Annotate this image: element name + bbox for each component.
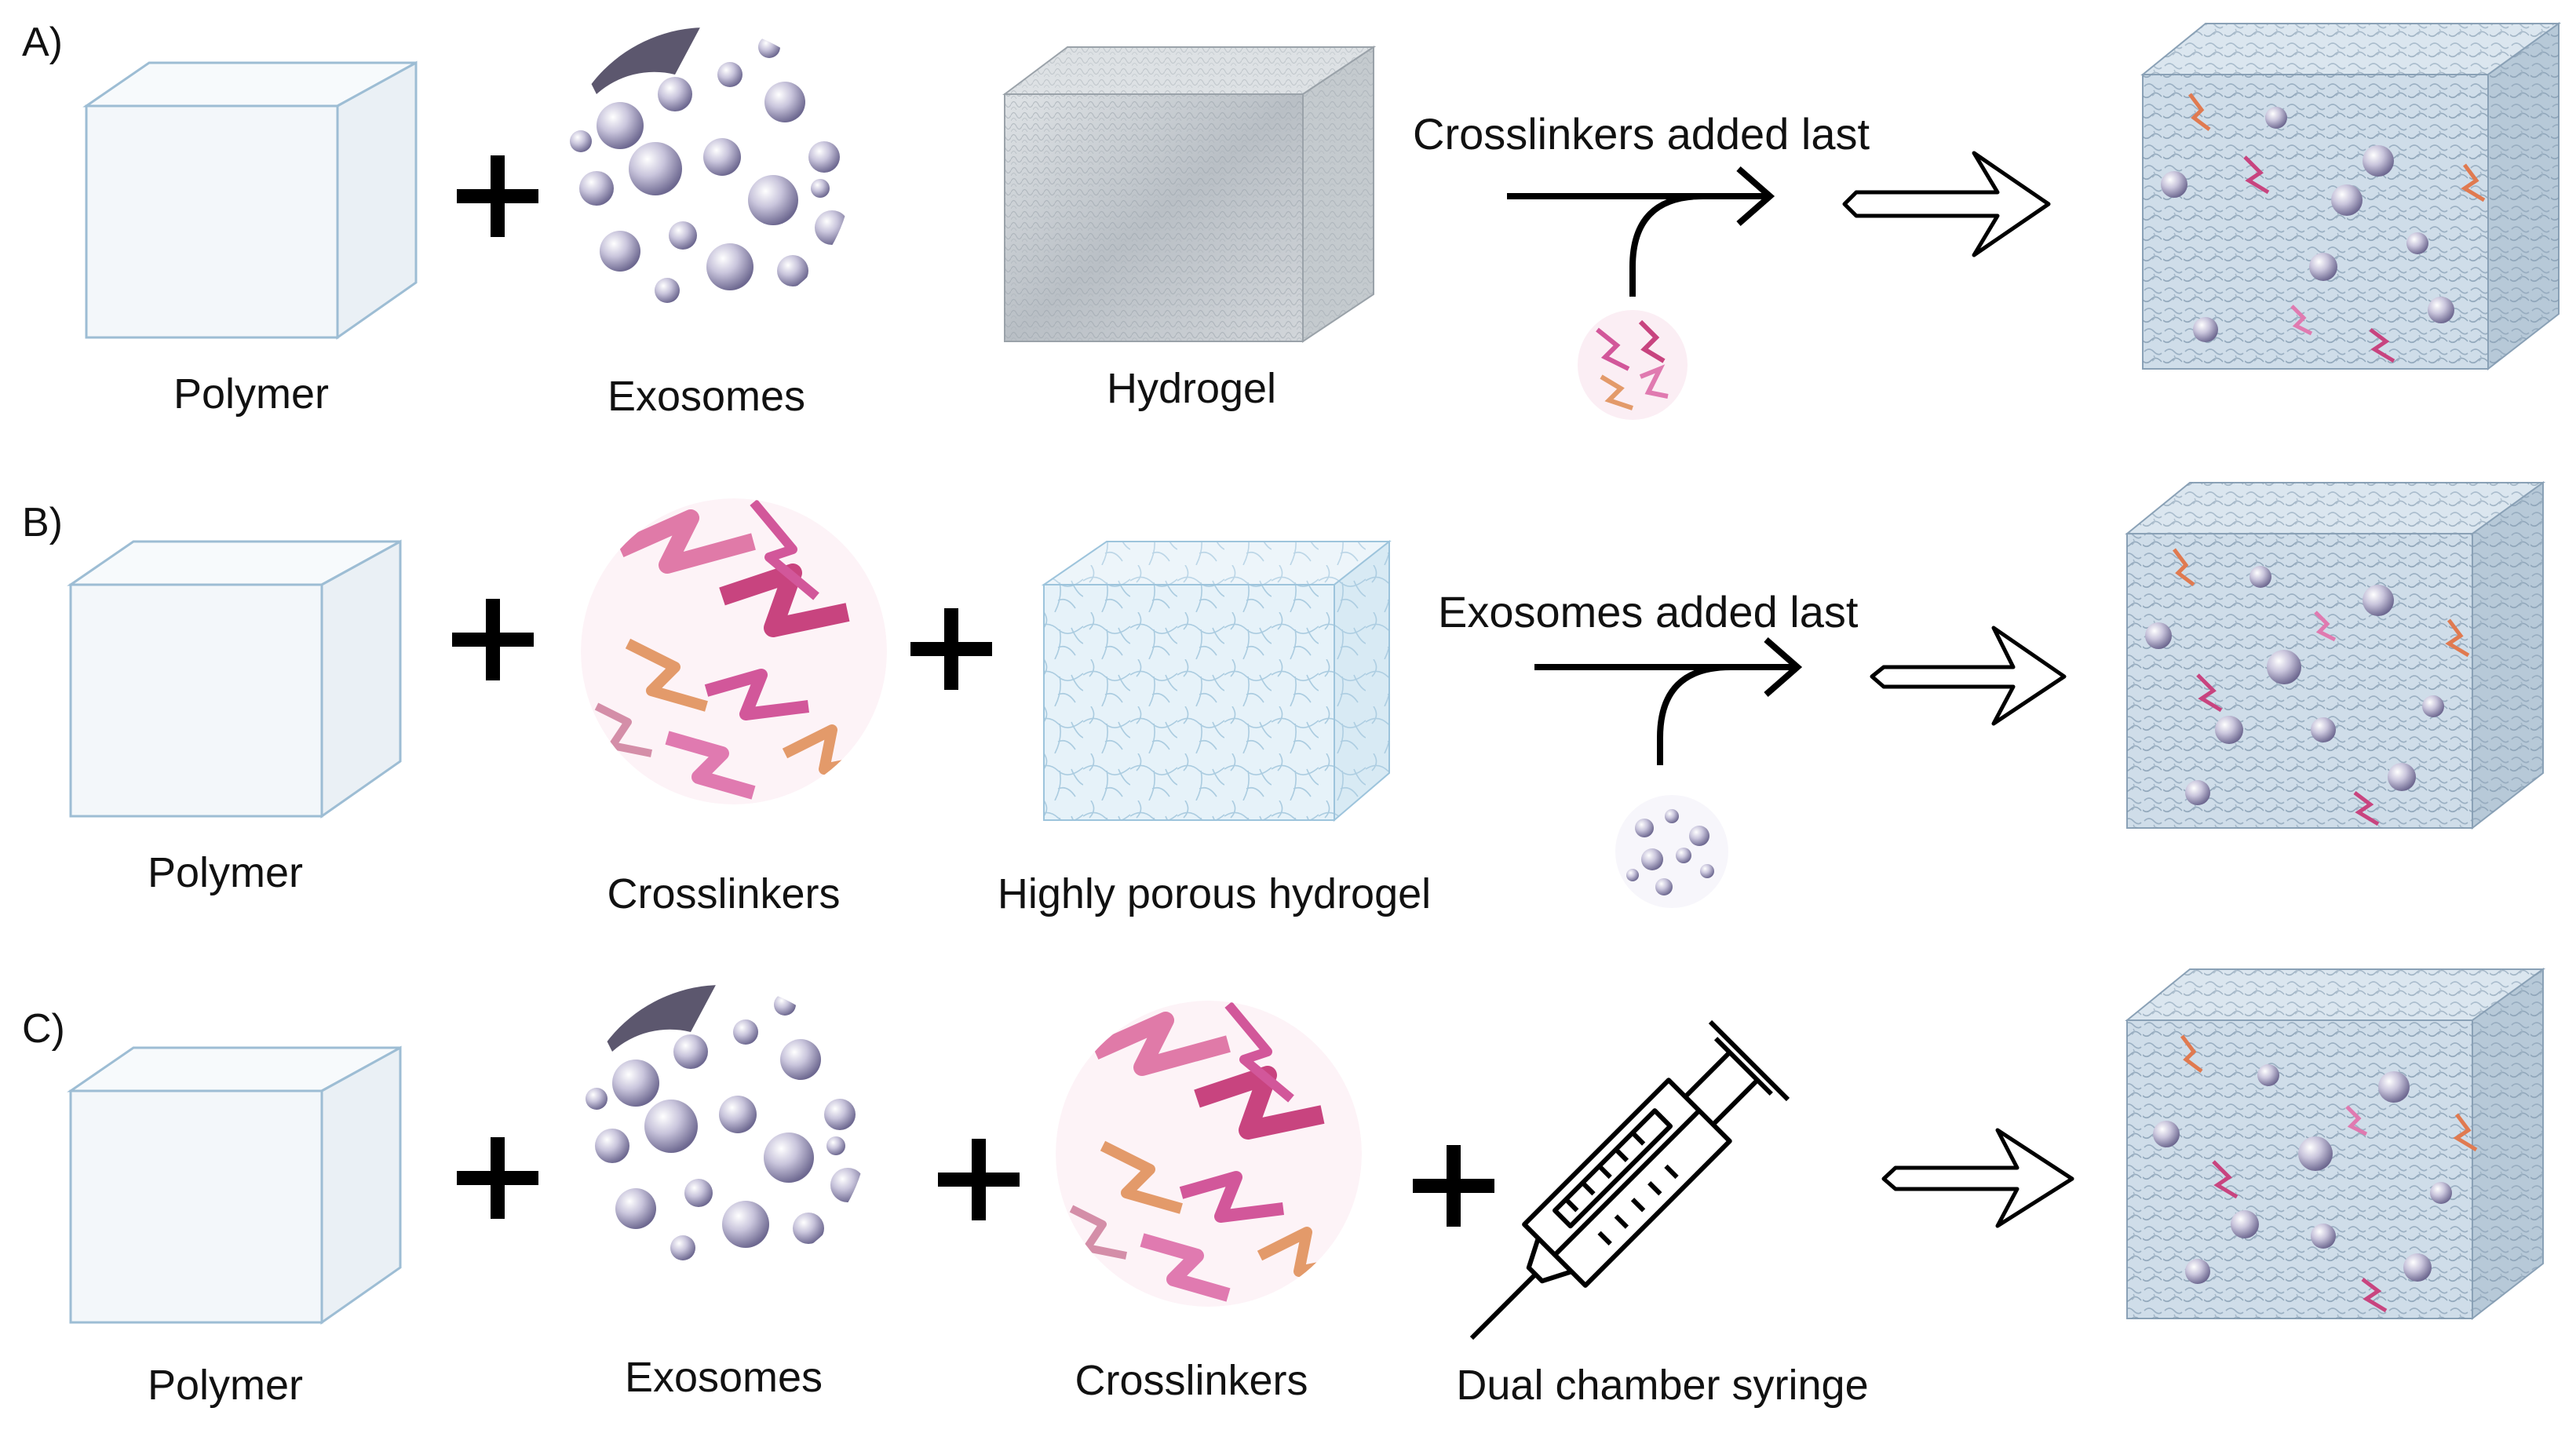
result-arrow [1870, 625, 2067, 726]
plus-sign [938, 1139, 1020, 1220]
row-a [82, 22, 2562, 420]
porous-hydrogel-cube [1041, 539, 1392, 822]
row-c [67, 968, 2546, 1340]
component-label-polymer: Polymer [147, 849, 304, 896]
component-label-exosomes: Exosomes [607, 373, 806, 420]
crosslinkers-cluster [1056, 1001, 1362, 1307]
exosome-bubble [1615, 795, 1728, 908]
plus-sign [452, 599, 534, 680]
row-label-c: C) [22, 1006, 65, 1052]
component-label-polymer: Polymer [173, 370, 330, 418]
result-arrow [1881, 1128, 2074, 1228]
exosomes-cluster [561, 27, 852, 318]
row-label-b: B) [22, 500, 63, 545]
component-label-crosslinkers: Crosslinkers [1075, 1357, 1308, 1404]
final-hydrogel-cube [2125, 481, 2546, 830]
polymer-cube [82, 60, 418, 340]
row-b [67, 481, 2546, 908]
merge-arrow [1507, 166, 1775, 297]
dual-chamber-syringe-icon [1469, 1019, 1790, 1340]
step-label-crosslinkers-added-last: Crosslinkers added last [1413, 109, 1870, 159]
component-label-highly-porous-hydrogel: Highly porous hydrogel [997, 870, 1432, 917]
crosslinkers-cluster [581, 498, 887, 804]
final-hydrogel-cube [2140, 22, 2562, 371]
exosomes-cluster [577, 985, 867, 1275]
component-label-exosomes: Exosomes [624, 1354, 823, 1401]
polymer-cube [67, 539, 402, 819]
component-label-dual-chamber-syringe: Dual chamber syringe [1456, 1362, 1869, 1409]
component-label-hydrogel: Hydrogel [1106, 365, 1277, 412]
hydrogel-cube [1002, 46, 1377, 343]
plus-sign [457, 1137, 538, 1219]
merge-arrow [1534, 636, 1803, 765]
plus-sign [1413, 1145, 1494, 1227]
crosslinker-bubble [1578, 310, 1688, 420]
plus-sign [457, 155, 538, 237]
final-hydrogel-cube [2125, 968, 2546, 1321]
result-arrow [1842, 151, 2051, 257]
plus-sign [910, 608, 992, 690]
component-label-crosslinkers: Crosslinkers [607, 870, 841, 917]
step-label-exosomes-added-last: Exosomes added last [1438, 587, 1859, 636]
component-label-polymer: Polymer [147, 1362, 304, 1409]
row-label-a: A) [22, 20, 63, 65]
polymer-cube [67, 1045, 402, 1325]
